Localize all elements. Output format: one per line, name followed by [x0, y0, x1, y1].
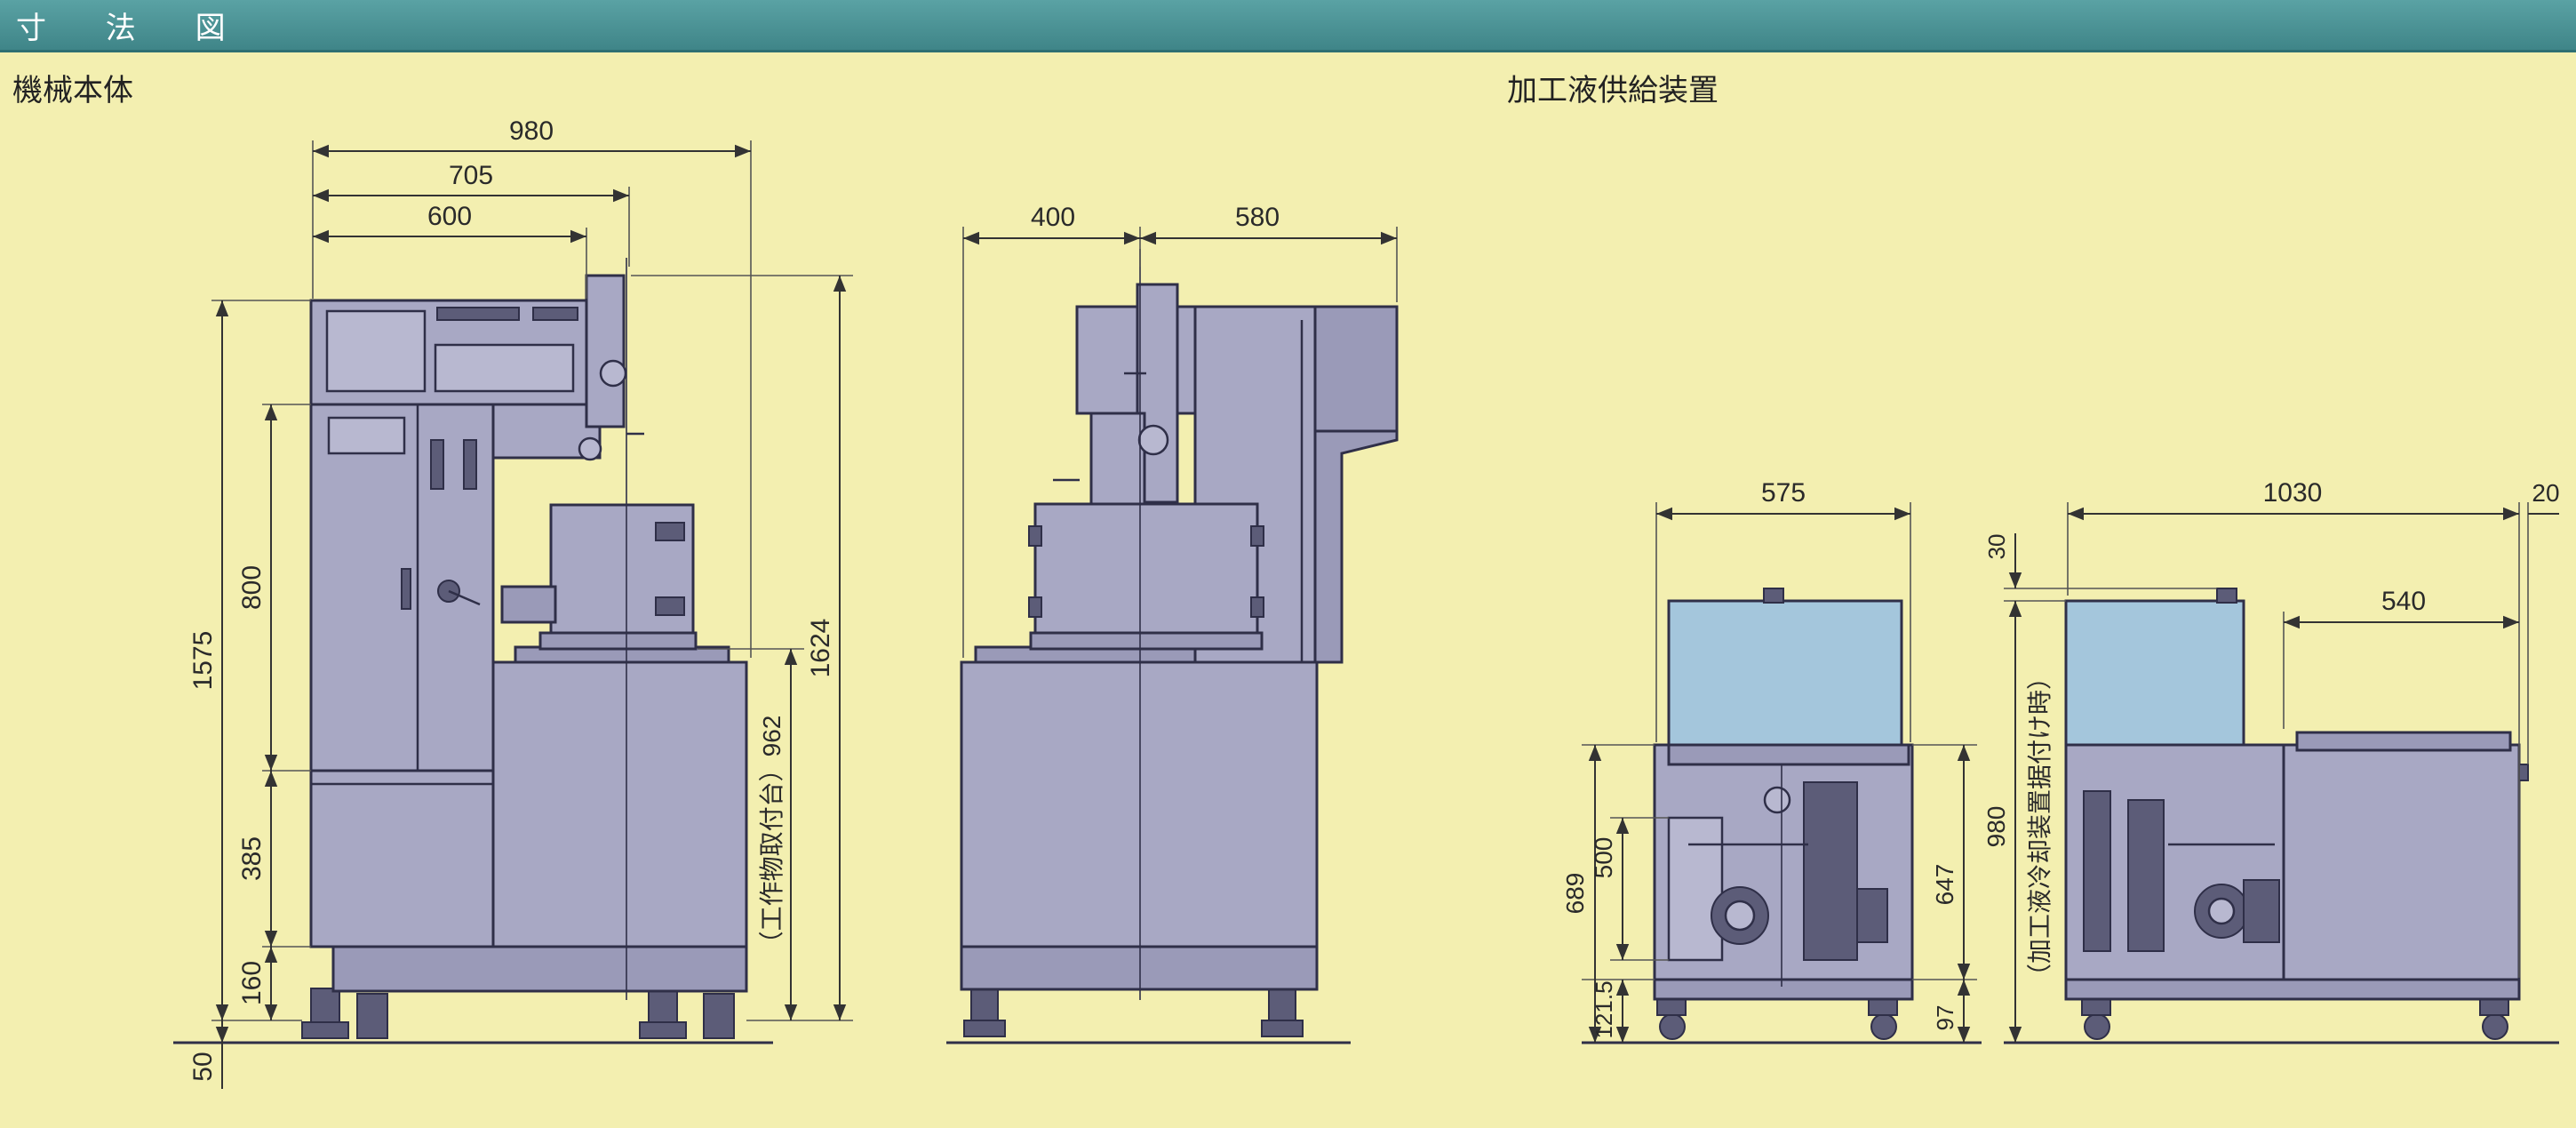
- dim-1624-label: 1624: [806, 619, 835, 678]
- dim-540-label: 540: [2381, 587, 2426, 616]
- dim-50-label: 50: [188, 1052, 218, 1081]
- dim-575-label: 575: [1761, 478, 1806, 508]
- section-label-fluid: 加工液供給装置: [1507, 73, 1719, 108]
- fluid-side-dimensions: 1030 20 540 30 980 （加工液冷却装置据付け時）: [1982, 478, 2560, 1043]
- dim-600-label: 600: [427, 202, 472, 231]
- dim-30-label: 30: [1983, 534, 2010, 560]
- dim-1030-label: 1030: [2263, 478, 2323, 508]
- dim-647-label: 647: [1931, 864, 1958, 906]
- dim-962-label: （工作物取付台）962: [758, 716, 786, 956]
- dim-121-5-label: 121.5: [1591, 980, 1617, 1038]
- dim-1575-label: 1575: [188, 631, 218, 691]
- dim-980-label: 980: [509, 116, 554, 146]
- dim-400-label: 400: [1031, 203, 1075, 232]
- dim-705-label: 705: [449, 161, 493, 190]
- fluid-side-view: [2004, 588, 2559, 1044]
- machine-side-view: [946, 249, 1399, 1044]
- machine-front-dimensions: 980 705 600 1575 800 385 160 50 1624 （工作…: [188, 116, 853, 1089]
- fluid-front-dimensions: 575 689 500 121.5 647 97: [1561, 478, 1977, 1043]
- machine-front-view: [173, 258, 773, 1044]
- dim-385-label: 385: [237, 836, 267, 881]
- dim-500-label: 500: [1590, 837, 1617, 879]
- dim-97-label: 97: [1932, 1005, 1958, 1031]
- dim-160-label: 160: [237, 961, 267, 1005]
- dim-980b-label: 980: [1982, 806, 2010, 848]
- machine-side-dimensions: 400 580: [962, 203, 1398, 658]
- dim-580-label: 580: [1235, 203, 1280, 232]
- page-title: 寸 法 図: [16, 11, 251, 46]
- fluid-front-view: [1582, 588, 1982, 1044]
- fluid-side-note: （加工液冷却装置据付け時）: [2026, 665, 2054, 988]
- dim-800-label: 800: [237, 565, 267, 610]
- section-label-machine: 機械本体: [12, 73, 133, 108]
- dim-689-label: 689: [1561, 873, 1589, 915]
- header-bar: 寸 法 図: [0, 0, 2576, 52]
- dim-20-label: 20: [2532, 479, 2559, 507]
